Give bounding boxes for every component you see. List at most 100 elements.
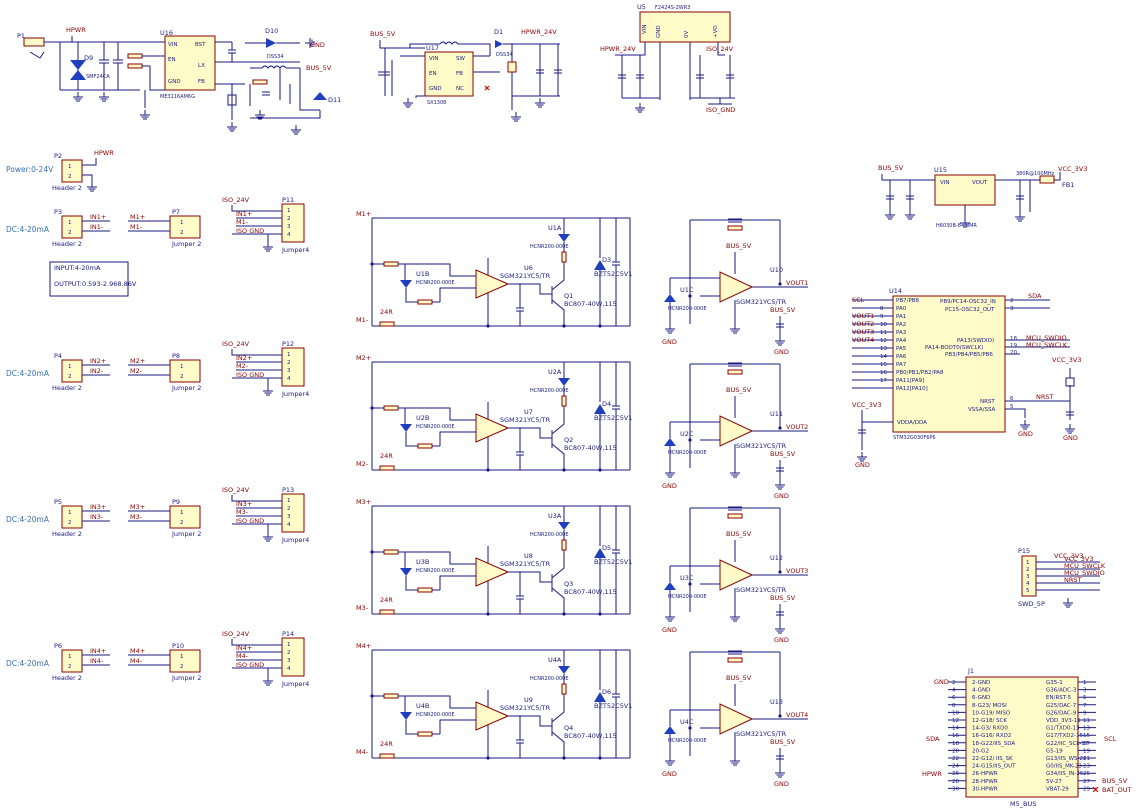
opto-a-ref: U2A <box>548 368 562 376</box>
jumper-pin1: 1 <box>180 220 184 226</box>
bus-left-num: 28 <box>952 779 959 785</box>
jumper4-net-inp: IN1+ <box>236 210 252 218</box>
channel-gnd: GND <box>662 482 677 490</box>
input-side-label: DC:4-20mA <box>6 369 50 378</box>
jumper4 <box>281 493 305 533</box>
u16-chip <box>164 35 216 91</box>
jumper-ref: P8 <box>172 352 180 360</box>
opto-a-part: HCNR200-000E <box>530 676 569 682</box>
mcu-part: STM32G030F6P6 <box>893 435 936 441</box>
u17-pin-sw: SW <box>456 56 465 62</box>
jumper-net-neg: M4- <box>130 657 143 665</box>
bus-right-pin: G0/IIS_MK-23 <box>1046 764 1082 770</box>
bus-gnd: GND <box>934 678 949 686</box>
out-opamp-part: SGM321YC5/TR <box>736 442 787 450</box>
jumper4 <box>281 203 305 243</box>
bus-left-num: 20 <box>952 748 959 754</box>
swd-pin-num: 5 <box>1026 588 1030 594</box>
mcu-left-pin-num: 13 <box>880 346 887 352</box>
jumper-pin2: 2 <box>180 374 184 380</box>
swd-net: MCU_SWCLK <box>1064 562 1106 570</box>
iso24-label: ISO_24V <box>222 340 250 348</box>
input-net-pos: IN3+ <box>90 503 106 511</box>
bus-left-pin: 26-HPWR <box>972 771 998 777</box>
jumper4-net-inp: IN3+ <box>236 500 252 508</box>
bus-right-num: 11 <box>1083 718 1090 724</box>
jumper4-pin1: 1 <box>287 498 291 504</box>
input-header-ref: P5 <box>54 498 62 506</box>
mcu-left-pin-num: 11 <box>880 330 887 336</box>
swd-net: NRST <box>1064 576 1082 584</box>
jumper4 <box>281 637 305 677</box>
bus-right-num: 1 <box>1083 680 1087 686</box>
opamp-ref: U8 <box>524 552 533 560</box>
hpwr-net: HPWR <box>66 26 86 34</box>
jumper-net-pos: M4+ <box>130 647 145 655</box>
iso24-u5: ISO_24V <box>706 45 734 53</box>
bus-left-pin: 24-G15/IIS_OUT <box>972 764 1016 770</box>
bus-left-num: 14 <box>952 726 959 732</box>
jumper4-pin2: 2 <box>287 360 291 366</box>
u5-pin-vo: +VO <box>713 25 719 38</box>
bus-right-num: 13 <box>1083 726 1090 732</box>
jumper4-net-mn: M3- <box>236 508 249 516</box>
swd-net: MCU_SWDIO <box>1064 569 1105 577</box>
isognd-u5: ISO_GND <box>706 106 735 114</box>
out-opamp-ref: U11 <box>770 410 783 418</box>
p2-ref: P2 <box>54 152 62 160</box>
input-header <box>61 215 83 239</box>
opamp-icon <box>475 413 510 443</box>
channel-gnd: GND <box>662 770 677 778</box>
opto-a-part: HCNR200-000E <box>530 532 569 538</box>
input-net-neg: IN2- <box>90 367 104 375</box>
bus-right-num: 3 <box>1083 688 1087 694</box>
out-opamp-part: SGM321YC5/TR <box>736 586 787 594</box>
power-header-block: Power:0-24V P2 1 2 HPWR Header 2 <box>6 149 114 192</box>
opto-led-icon <box>400 712 412 720</box>
input-net-pos: IN1+ <box>90 213 106 221</box>
u5-chip <box>639 11 731 43</box>
zener-ref: D5 <box>602 544 611 552</box>
opamp-part: SGM321YC5/TR <box>500 272 551 280</box>
input-header <box>61 359 83 383</box>
mcu-left-pin-num: 15 <box>880 362 887 368</box>
mcu-num-2: 2 <box>1010 298 1014 304</box>
u16-ref: U16 <box>160 29 173 37</box>
jumper-net-pos: M2+ <box>130 357 145 365</box>
u15-chip <box>934 174 996 206</box>
mcu-left-pin: PA2 <box>896 322 906 328</box>
u15-pin-vin: VIN <box>940 180 950 186</box>
mcu-num-5: 5 <box>1010 404 1014 410</box>
jumper4-pin4: 4 <box>287 522 291 528</box>
jumper4-net-mn: M4- <box>236 652 249 660</box>
opamp-icon <box>475 701 510 731</box>
r24-label: 24R <box>380 308 393 316</box>
opamp-ref: U9 <box>524 696 533 704</box>
input-header-name: Header 2 <box>52 530 82 538</box>
u17-pin-gnd: GND <box>429 86 442 92</box>
bus-right-num: 15 <box>1083 733 1090 739</box>
note-output: OUTPUT:0.593-2.968.86V <box>54 280 137 288</box>
mcu-left-pin: PB0/PB1/PB2/PA8 <box>896 370 944 376</box>
mcu-pin-pb3: PB3/PB4/PB5/PB6 <box>945 352 993 358</box>
input-net-pos: IN4+ <box>90 647 106 655</box>
u17-pin-en: EN <box>429 71 437 77</box>
opto-b-ref: U1B <box>416 270 429 278</box>
u17-ref: U17 <box>426 44 439 52</box>
swd-pin-num: 4 <box>1026 581 1030 587</box>
input-side-label: DC:4-20mA <box>6 515 50 524</box>
bus-left-pin: 6-GND <box>972 695 990 701</box>
opamp-part: SGM321YC5/TR <box>500 704 551 712</box>
zener-part: BZT52C5V1 <box>594 414 632 422</box>
jumper-net-neg: M1- <box>130 223 143 231</box>
jumper-pin1: 1 <box>180 364 184 370</box>
bus-right-pin: G25/DAC-7 <box>1046 703 1077 709</box>
out-opamp-icon <box>719 415 754 447</box>
mcu-left-pin-num: 14 <box>880 354 887 360</box>
opamp-icon <box>475 557 510 587</box>
bus-bus5v: BUS_5V <box>1102 777 1128 785</box>
mcu-left-pin-num: 16 <box>880 370 887 376</box>
